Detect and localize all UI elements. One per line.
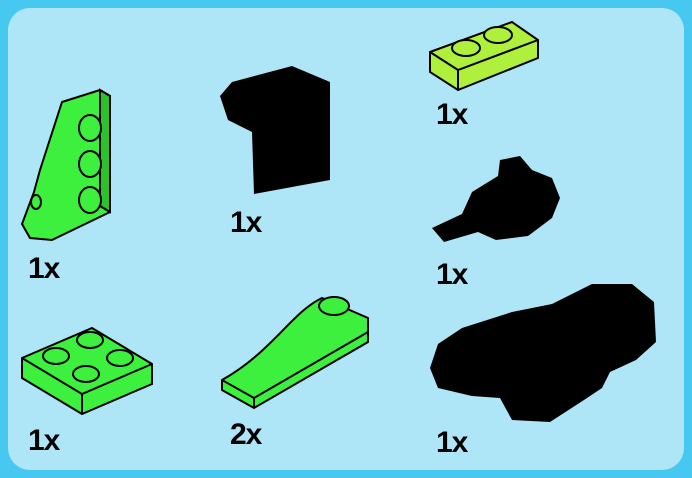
- engine-block-qty: 1x: [436, 426, 467, 460]
- ball-joint-qty: 1x: [436, 258, 467, 292]
- slope-curved-qty: 2x: [230, 418, 261, 452]
- plate-2x2-qty: 1x: [28, 424, 59, 458]
- wedge-plate-qty: 1x: [28, 252, 59, 286]
- bracket-qty: 1x: [230, 206, 261, 240]
- plate-1x2-qty: 1x: [436, 98, 467, 132]
- parts-list-panel: [8, 8, 684, 470]
